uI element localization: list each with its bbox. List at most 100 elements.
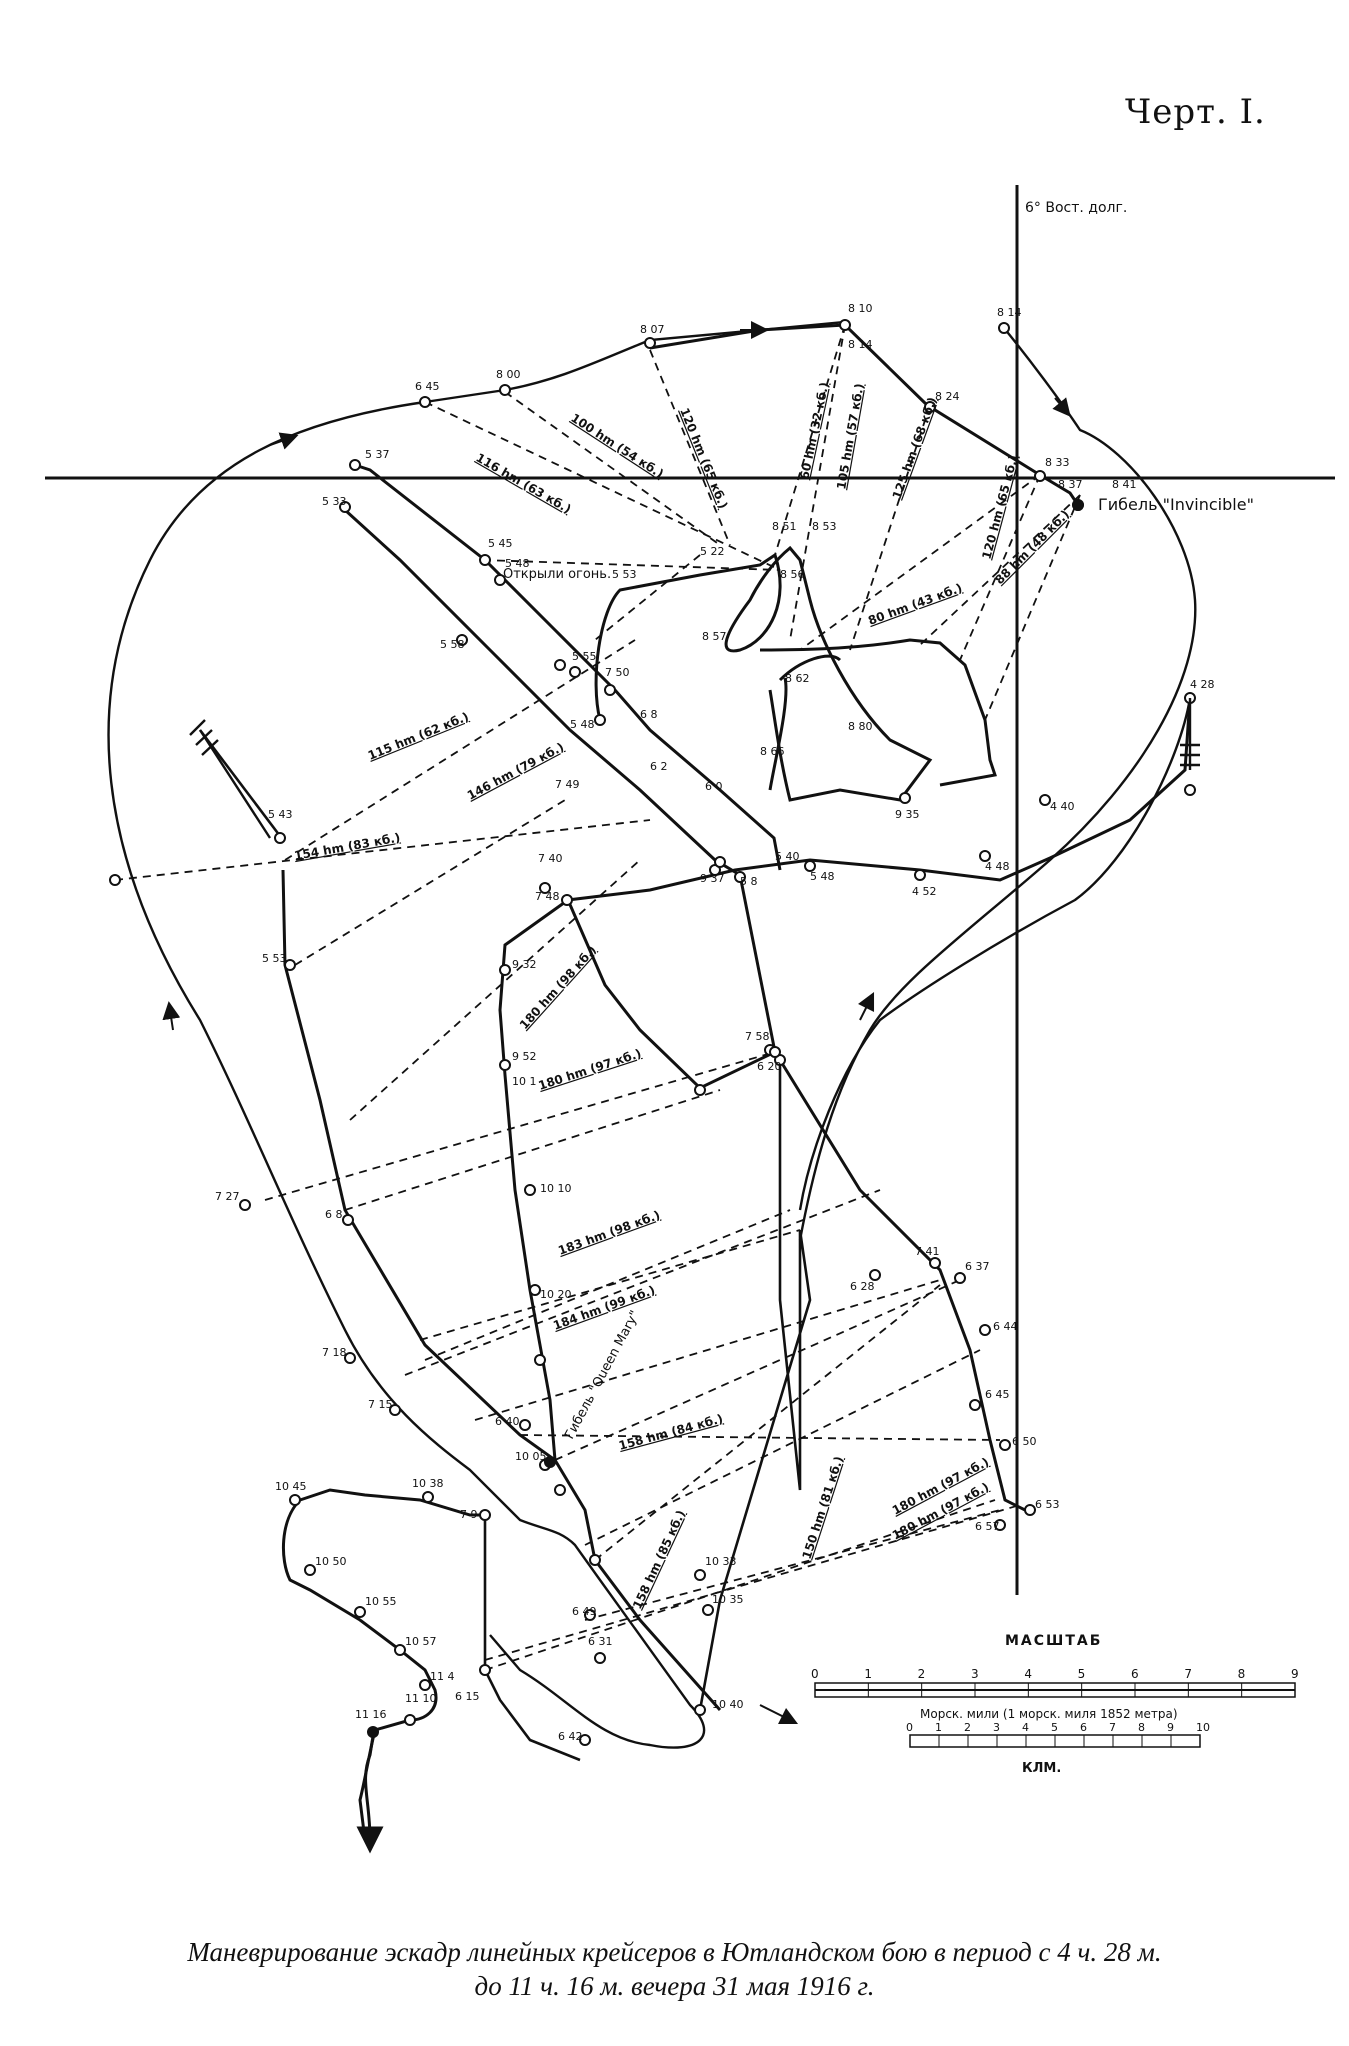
range-label: 120 hm (65 кб.) <box>979 453 1020 560</box>
range-label: 80 hm (43 кб.) <box>866 581 964 628</box>
time-label: 5 37 <box>365 448 390 461</box>
range-label: 180 hm (97 кб.) <box>537 1046 643 1093</box>
time-label: 6 44 <box>993 1320 1018 1333</box>
time-label: 8 14 <box>997 306 1022 319</box>
time-label: 6 49 <box>572 1605 597 1618</box>
range-label: 158 hm (84 кб.) <box>617 1412 724 1453</box>
time-label: 8 62 <box>785 672 810 685</box>
time-label: 5 22 <box>700 545 725 558</box>
range-label: 100 hm (54 кб.) <box>568 411 666 481</box>
scale-tick-label: 7 <box>1109 1721 1116 1734</box>
south-track <box>483 1515 581 1762</box>
time-label: 5 45 <box>488 537 513 550</box>
scale-tick-label: 3 <box>971 1667 979 1681</box>
range-label: 150 hm (81 кб.) <box>800 1454 847 1560</box>
east-loop <box>798 327 1197 1241</box>
range-label: 115 hm (62 кб.) <box>366 710 471 763</box>
caption-line-2: до 11 ч. 16 м. вечера 31 мая 1916 г. <box>474 1971 875 2001</box>
scale-tick-label: 2 <box>964 1721 971 1734</box>
time-label: 6 40 <box>495 1415 520 1428</box>
track-g <box>593 1559 722 1711</box>
plate-label: Черт. I. <box>1125 92 1266 132</box>
final-track <box>356 1729 384 1854</box>
inner-loop-1 <box>594 545 933 802</box>
arrow-east-2 <box>1052 397 1071 417</box>
time-label: 9 32 <box>512 958 537 971</box>
time-label: 4 28 <box>1190 678 1215 691</box>
time-label: 7 49 <box>555 778 580 791</box>
scale-tick-label: 4 <box>1022 1721 1029 1734</box>
track-b <box>354 463 782 871</box>
time-label: 4 48 <box>985 860 1010 873</box>
time-label: 10 05 <box>515 1450 547 1463</box>
time-label: 6 20 <box>757 1060 782 1073</box>
time-label: 6 42 <box>558 1730 583 1743</box>
time-label: 8 56 <box>780 568 805 581</box>
time-label: 7 40 <box>538 852 563 865</box>
invincible-loss-marker <box>1072 499 1084 511</box>
time-label: 10 50 <box>315 1555 347 1568</box>
time-label: 8 10 <box>848 302 873 315</box>
time-label: 6 31 <box>588 1635 613 1648</box>
time-label: 7 18 <box>322 1346 347 1359</box>
time-label: 6 0 <box>705 780 723 793</box>
outer-track <box>107 320 846 1749</box>
time-label: 5 40 <box>775 850 800 863</box>
time-label: 6 15 <box>455 1690 480 1703</box>
arrow-outer <box>269 432 299 450</box>
range-label: 146 hm (79 кб.) <box>465 740 566 803</box>
scale-tick-label: 9 <box>1167 1721 1174 1734</box>
time-label: 8 37 <box>1058 478 1083 491</box>
miles-caption: Морск. мили (1 морск. миля 1852 метра) <box>920 1707 1178 1721</box>
time-label: 11 16 <box>355 1708 387 1721</box>
time-label: 10 57 <box>405 1635 437 1648</box>
track-i <box>698 1060 812 1711</box>
time-label: 8 33 <box>1045 456 1070 469</box>
time-label: 10 20 <box>540 1288 572 1301</box>
track-d <box>498 697 1192 1461</box>
queen-mary-label: Гибель "Queen Mary" <box>562 1308 643 1442</box>
time-label: 10 1 <box>512 1075 537 1088</box>
range-label: 116 hm (63 кб.) <box>474 450 574 516</box>
time-label: 8 66 <box>760 745 785 758</box>
time-label: 6 37 <box>965 1260 990 1273</box>
time-label: 5 53 <box>612 568 637 581</box>
time-label: 7 58 <box>745 1030 770 1043</box>
time-label: 10 45 <box>275 1480 307 1493</box>
meridian-label: 6° Вост. долг. <box>1025 200 1127 216</box>
time-label: 10 35 <box>712 1593 744 1606</box>
time-label: 10 55 <box>365 1595 397 1608</box>
time-label: 6 28 <box>850 1280 875 1293</box>
range-label-group: 100 hm (54 кб.) 120 hm (65 кб.) 116 hm (… <box>293 381 1072 1611</box>
range-label: 183 hm (98 кб.) <box>556 1208 662 1258</box>
time-label: 7 48 <box>535 890 560 903</box>
track-f <box>281 869 597 1561</box>
time-label: 8 41 <box>1112 478 1137 491</box>
time-label: 4 52 <box>912 885 937 898</box>
time-label: 10 10 <box>540 1182 572 1195</box>
scale-tick-label: 10 <box>1196 1721 1210 1734</box>
time-label: 5 58 <box>440 638 465 651</box>
scale-title: МАСШТАБ <box>1005 1633 1102 1649</box>
time-label: 4 40 <box>1050 800 1075 813</box>
scale-tick-label: 8 <box>1238 1667 1246 1681</box>
scale-tick-label: 4 <box>1024 1667 1032 1681</box>
time-label: 8 24 <box>935 390 960 403</box>
time-label: 6 45 <box>985 1388 1010 1401</box>
time-label: 8 53 <box>812 520 837 533</box>
time-label: 9 52 <box>512 1050 537 1063</box>
caption-line-1: Маневрирование эскадр линейных крейсеров… <box>187 1937 1162 1967</box>
time-label: 6 45 <box>415 380 440 393</box>
time-label: 8 80 <box>848 720 873 733</box>
east-loop-2 <box>798 697 1192 1211</box>
scale-tick-label: 9 <box>1291 1667 1299 1681</box>
scale-tick-label: 3 <box>993 1721 1000 1734</box>
range-label: 154 hm (83 кб.) <box>293 831 401 863</box>
time-label: 10 33 <box>705 1555 737 1568</box>
time-label: 7 15 <box>368 1398 393 1411</box>
time-label: 5 53 <box>262 952 287 965</box>
range-label: 60 hm (32 кб.) <box>797 381 831 481</box>
